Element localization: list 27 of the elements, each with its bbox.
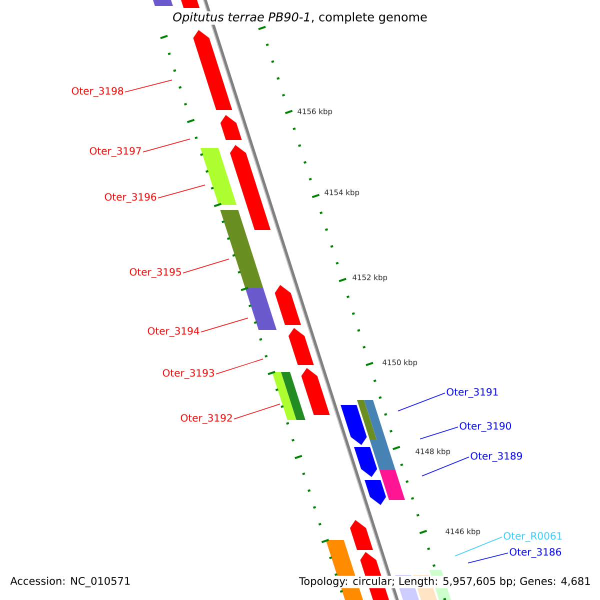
gene-label: Oter_3195 (130, 268, 181, 278)
gene-label: Oter_3190 (460, 422, 512, 432)
gene-label: Oter_3197 (90, 147, 141, 157)
leader-line (422, 456, 470, 476)
leader-line (420, 426, 458, 440)
gene-label: Oter_3198 (72, 87, 124, 97)
leader-line (468, 552, 508, 564)
leader-line (234, 404, 280, 420)
gene-label: Oter_3196 (104, 193, 156, 203)
gene-label: Oter_R0061 (504, 532, 562, 542)
genome-info-text: Topology: circular; Length: 5,957,605 bp; Genes: 4,681 (298, 576, 592, 588)
gene-label: Oter_3193 (162, 369, 214, 379)
leader-line (200, 318, 248, 332)
title: Opitutus terrae PB90-1, complete genome (172, 11, 428, 25)
leader-line (454, 536, 502, 556)
gene-label: Oter_3186 (510, 548, 562, 558)
leader-line (158, 184, 206, 198)
leader-line (124, 80, 172, 92)
leader-line (142, 138, 190, 152)
gene-label: Oter_3192 (180, 414, 232, 424)
leader-line (182, 258, 230, 274)
leader-line (398, 392, 446, 412)
gene-label: Oter_3191 (446, 388, 498, 398)
leader-line (216, 358, 264, 374)
accession-text: Accession: NC_010571 (9, 576, 132, 588)
gene-label: Oter_3194 (148, 327, 200, 337)
gene-label: Oter_3189 (470, 452, 522, 462)
